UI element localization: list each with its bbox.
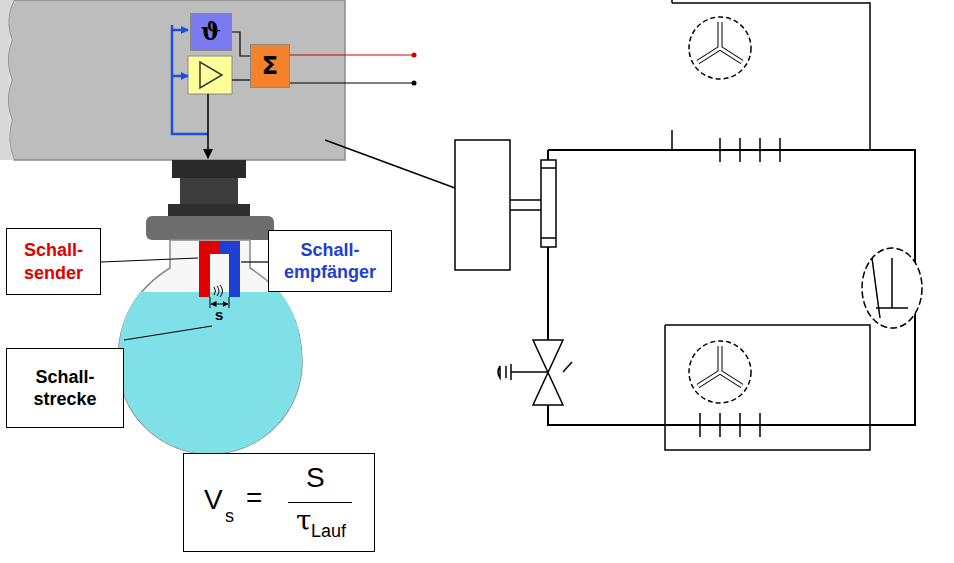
signal-wires-part [207, 94, 209, 158]
condenser-part [672, 0, 870, 150]
sum-box: Σ [250, 44, 290, 88]
condenser-part [693, 21, 747, 75]
probe-body [118, 160, 302, 454]
path-label-box: Schall- strecke [6, 348, 124, 428]
refrigeration-circuit-part [547, 150, 549, 160]
condenser-part [689, 17, 751, 79]
expansion-valve [498, 340, 572, 405]
signal-wires-part [290, 82, 413, 83]
sound-path-dimension-part [229, 297, 230, 308]
sensor-housing-part [188, 56, 232, 94]
sound-sender [199, 241, 219, 297]
condenser [672, 0, 870, 162]
node-label: Σ [262, 51, 278, 81]
sensor-block [455, 140, 556, 270]
leader-lines-part [101, 258, 198, 262]
signal-wires-part [412, 81, 417, 86]
sensor-housing-part [8, 0, 345, 160]
condenser-part [698, 22, 742, 62]
sound-waves-part [214, 287, 216, 295]
formula-subscript: Lauf [311, 521, 346, 542]
evaporator-part [698, 346, 742, 386]
node-label: Schall- empfänger [284, 239, 376, 284]
leader-lines-part [124, 326, 212, 340]
signal-wires-part [232, 79, 250, 80]
sound-sender-part [199, 241, 219, 254]
evaporator [665, 325, 870, 450]
probe-body-part [118, 292, 302, 454]
formula-numerator: S [306, 462, 325, 494]
evaporator-part [700, 413, 760, 437]
sound-waves [214, 285, 223, 297]
probe-body-part [146, 216, 274, 240]
signal-wires-part [172, 75, 188, 78]
formula-symbol: V [204, 484, 223, 516]
evaporator-part [689, 341, 751, 403]
fraction-bar [288, 502, 352, 503]
expansion-valve-part [515, 371, 548, 373]
leader-lines [101, 258, 268, 340]
temperature-box: ϑ [190, 13, 232, 51]
refrigeration-circuit-part [548, 150, 915, 425]
signal-wires-part [412, 53, 417, 58]
refrigeration-circuit-part [547, 247, 549, 340]
sender-label-box: Schall- sender [6, 228, 101, 295]
signal-wires-part [172, 29, 188, 32]
expansion-valve-part [498, 366, 500, 378]
node-label: ϑ [201, 17, 221, 47]
condenser-part [671, 130, 673, 150]
formula-subscript: s [225, 506, 234, 527]
probe-body-part [172, 160, 246, 178]
node-label: Schall- sender [24, 239, 83, 284]
compressor [862, 248, 922, 328]
condenser-part [720, 138, 780, 162]
compressor-part [862, 248, 922, 328]
formula-box: Vs = SτLauf [183, 453, 375, 552]
signal-connector [232, 32, 250, 56]
expansion-valve-part [563, 362, 572, 372]
probe-body-part [180, 178, 238, 204]
evaporator-part [698, 346, 742, 386]
sensor-housing-part [200, 62, 222, 88]
sound-receiver [219, 241, 240, 297]
sound-waves-part [217, 286, 219, 296]
sound-path-dimension-part [211, 304, 228, 305]
leader-lines-part [241, 261, 268, 262]
formula-operator: = [246, 482, 262, 514]
sound-path-dimension-part [210, 297, 211, 308]
dimension-label: s [214, 307, 224, 322]
expansion-valve-part [506, 364, 515, 380]
refrigeration-circuit [548, 150, 915, 425]
sensor-block-part [541, 160, 556, 247]
condenser-part [698, 22, 742, 62]
sound-waves-part [220, 285, 223, 297]
signal-wires-part [290, 54, 413, 55]
sound-receiver-part [219, 241, 240, 254]
sensor-housing-part [0, 0, 14, 160]
formula-symbol: τ [296, 504, 312, 537]
sensor-housing [0, 0, 345, 160]
evaporator-part [665, 325, 870, 450]
sensor-block-part [541, 168, 556, 238]
compressor-part [872, 258, 880, 318]
probe-body-part [168, 204, 250, 218]
node-label: Schall- strecke [33, 366, 96, 411]
sensor-block-part [510, 200, 541, 210]
receiver-label-box: Schall- empfänger [268, 230, 392, 292]
compressor-part [876, 258, 908, 308]
sensor-block-part [455, 140, 510, 270]
